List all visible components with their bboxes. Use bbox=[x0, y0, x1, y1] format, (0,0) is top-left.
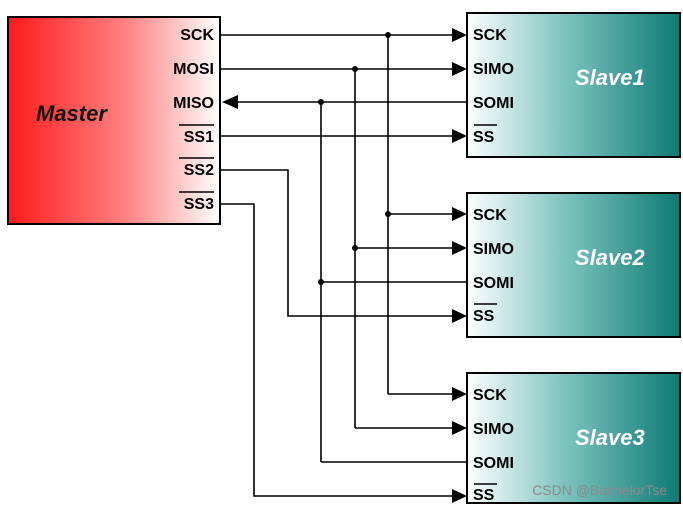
mosi-junction-2 bbox=[352, 245, 358, 251]
slave3-pin-somi: SOMI bbox=[473, 455, 514, 472]
master-pin-ss3: SS3 bbox=[184, 196, 214, 213]
mosi-junction-1 bbox=[352, 66, 358, 72]
slave3-pin-ss: SS bbox=[473, 487, 495, 504]
slave2-pin-ss: SS bbox=[473, 308, 495, 325]
slave3-block: Slave3 SCK SIMO SOMI SS bbox=[466, 372, 681, 504]
master-pin-miso: MISO bbox=[173, 95, 214, 112]
slave3-pin-simo: SIMO bbox=[473, 421, 514, 438]
master-pin-sck: SCK bbox=[180, 27, 214, 44]
master-pin-ss1: SS1 bbox=[184, 129, 214, 146]
slave2-title: Slave2 bbox=[575, 245, 645, 270]
miso-junction-2 bbox=[318, 279, 324, 285]
master-block: Master SCK MOSI MISO SS1 SS2 SS3 bbox=[7, 16, 221, 225]
slave1-box bbox=[466, 12, 681, 158]
master-pin-ss2: SS2 bbox=[184, 162, 214, 179]
sck-junction-2 bbox=[385, 211, 391, 217]
slave1-pin-sck: SCK bbox=[473, 27, 507, 44]
ss2-wire bbox=[220, 169, 452, 317]
arrow-mosi-slave1 bbox=[452, 62, 467, 76]
arrow-sck-slave1 bbox=[452, 28, 467, 42]
arrow-mosi-slave2 bbox=[452, 241, 467, 255]
master-title: Master bbox=[36, 101, 108, 126]
arrow-mosi-slave3 bbox=[452, 421, 467, 435]
slave3-box bbox=[466, 372, 681, 504]
slave1-title: Slave1 bbox=[575, 65, 645, 90]
sck-junction-1 bbox=[385, 32, 391, 38]
arrow-ss3-slave3 bbox=[452, 489, 467, 503]
arrow-ss2-slave2 bbox=[452, 309, 467, 323]
slave1-block: Slave1 SCK SIMO SOMI SS bbox=[466, 12, 681, 158]
slave2-pin-simo: SIMO bbox=[473, 241, 514, 258]
arrowheads bbox=[222, 28, 467, 503]
master-pin-mosi: MOSI bbox=[173, 61, 214, 78]
slave2-pin-sck: SCK bbox=[473, 207, 507, 224]
ss3-wire bbox=[220, 203, 452, 497]
arrow-ss1-slave1 bbox=[452, 129, 467, 143]
slave1-pin-ss: SS bbox=[473, 129, 495, 146]
slave1-pin-somi: SOMI bbox=[473, 95, 514, 112]
miso-junction-1 bbox=[318, 99, 324, 105]
sck-bus bbox=[220, 32, 452, 395]
slave3-pin-sck: SCK bbox=[473, 387, 507, 404]
watermark-text: CSDN @BachelorTse bbox=[532, 482, 667, 498]
slave3-title: Slave3 bbox=[575, 425, 645, 450]
arrow-miso-master bbox=[222, 95, 238, 109]
slave2-box bbox=[466, 192, 681, 338]
slave2-pin-somi: SOMI bbox=[473, 275, 514, 292]
slave1-pin-simo: SIMO bbox=[473, 61, 514, 78]
arrow-sck-slave3 bbox=[452, 387, 467, 401]
arrow-sck-slave2 bbox=[452, 207, 467, 221]
slave2-block: Slave2 SCK SIMO SOMI SS bbox=[466, 192, 681, 338]
master-box bbox=[7, 16, 221, 225]
miso-bus bbox=[238, 99, 467, 463]
mosi-bus bbox=[220, 66, 452, 429]
ss-lines bbox=[220, 135, 452, 497]
